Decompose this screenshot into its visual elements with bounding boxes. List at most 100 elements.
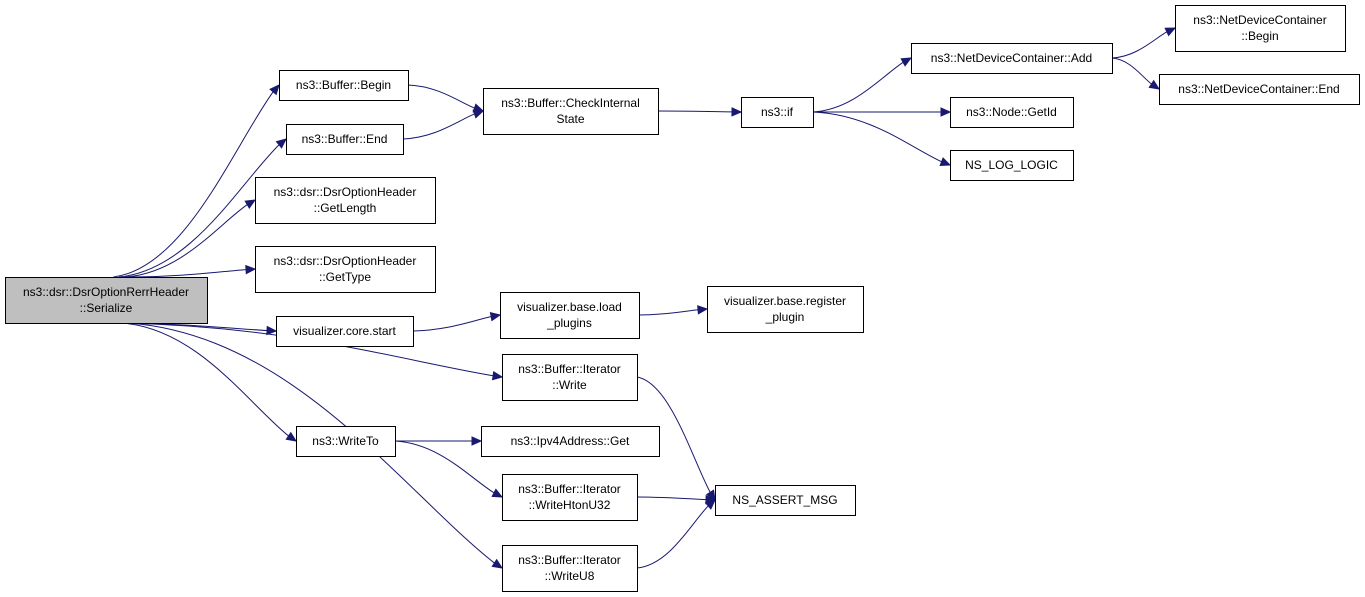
- node-box: [276, 316, 414, 347]
- node-node-getid[interactable]: ns3::Node::GetId: [950, 97, 1074, 128]
- node-box: [950, 97, 1074, 128]
- edge-write-to-to-write-hton: [394, 440, 495, 494]
- node-box: [741, 97, 814, 128]
- edge-vis-start-to-load-plugins: [412, 316, 492, 332]
- node-label: ::WriteU8: [545, 569, 595, 583]
- arrowhead-icon: [731, 107, 743, 117]
- node-box: [255, 246, 436, 293]
- node-label: _plugins: [546, 316, 592, 330]
- node-serialize[interactable]: ns3::dsr::DsrOptionRerrHeader::Serialize: [5, 277, 208, 324]
- edge-iter-writeu8-to-assert-msg: [636, 505, 709, 569]
- node-label: visualizer.core.start: [293, 324, 396, 338]
- node-write-hton[interactable]: ns3::Buffer::Iterator::WriteHtonU32: [502, 474, 638, 521]
- node-label: ns3::if: [761, 105, 794, 119]
- node-box: [279, 70, 409, 101]
- node-label: ::GetLength: [314, 201, 377, 215]
- node-label: State: [556, 112, 584, 126]
- call-graph-edges: [113, 27, 1177, 569]
- arrowhead-icon: [491, 558, 504, 569]
- node-get-type[interactable]: ns3::dsr::DsrOptionHeader::GetType: [255, 246, 436, 293]
- arrowhead-icon: [697, 305, 709, 315]
- edge-ndc-add-to-ndc-begin: [1111, 31, 1168, 59]
- node-buf-end[interactable]: ns3::Buffer::End: [286, 124, 404, 155]
- edge-write-hton-to-assert-msg: [636, 496, 707, 501]
- arrowhead-icon: [266, 325, 278, 336]
- node-log-logic[interactable]: NS_LOG_LOGIC: [950, 150, 1074, 181]
- node-label: ::WriteHtonU32: [529, 498, 611, 512]
- node-label: visualizer.base.load: [517, 300, 622, 314]
- edge-buf-end-to-check-internal: [402, 113, 475, 140]
- node-label: ns3::Buffer::End: [302, 132, 388, 146]
- node-box: [715, 485, 856, 516]
- arrowhead-icon: [489, 312, 502, 322]
- arrowhead-icon: [275, 138, 287, 149]
- node-box: [500, 292, 640, 339]
- node-box: [911, 43, 1113, 74]
- edge-check-internal-to-ns3-if: [657, 110, 733, 113]
- node-label: ns3::dsr::DsrOptionHeader: [274, 185, 417, 199]
- arrowhead-icon: [705, 489, 716, 502]
- node-iter-write[interactable]: ns3::Buffer::Iterator::Write: [502, 354, 638, 401]
- node-label: ns3::dsr::DsrOptionRerrHeader: [23, 285, 189, 299]
- node-load-plugins[interactable]: visualizer.base.load _plugins: [500, 292, 640, 339]
- arrowhead-icon: [245, 264, 257, 275]
- node-label: ns3::NetDeviceContainer::End: [1178, 82, 1339, 96]
- node-label: ns3::dsr::DsrOptionHeader: [274, 254, 417, 268]
- node-buf-begin[interactable]: ns3::Buffer::Begin: [279, 70, 409, 101]
- node-register-plugin[interactable]: visualizer.base.register_plugin: [707, 286, 864, 333]
- node-get-length[interactable]: ns3::dsr::DsrOptionHeader::GetLength: [255, 177, 436, 224]
- node-box: [502, 474, 638, 521]
- node-box: [286, 124, 404, 155]
- node-ipv4-get[interactable]: ns3::Ipv4Address::Get: [481, 426, 660, 457]
- node-box: [481, 426, 660, 457]
- arrowhead-icon: [472, 109, 485, 119]
- node-ndc-begin[interactable]: ns3::NetDeviceContainer::Begin: [1175, 5, 1346, 52]
- node-label: ns3::Buffer::CheckInternal: [501, 96, 640, 110]
- node-box: [5, 277, 208, 324]
- edge-buf-begin-to-check-internal: [407, 84, 475, 109]
- edge-ns3-if-to-ndc-add: [812, 61, 904, 113]
- node-box: [296, 426, 396, 457]
- arrowhead-icon: [269, 84, 280, 96]
- node-label: ns3::WriteTo: [312, 434, 379, 448]
- node-box: [707, 286, 864, 333]
- node-label: ns3::Buffer::Iterator: [518, 362, 621, 376]
- node-box: [1175, 5, 1346, 52]
- node-label: ns3::Buffer::Iterator: [518, 482, 621, 496]
- call-graph-nodes: ns3::dsr::DsrOptionRerrHeader::Serialize…: [5, 5, 1360, 592]
- arrowhead-icon: [939, 157, 952, 167]
- arrowhead-icon: [491, 488, 504, 498]
- node-label: _plugin: [765, 310, 805, 324]
- edge-serialize-to-buf-begin: [113, 91, 274, 278]
- arrowhead-icon: [1148, 79, 1161, 90]
- edge-ns3-if-to-log-logic: [812, 111, 942, 163]
- node-label: ns3::Buffer::Iterator: [518, 553, 621, 567]
- node-label: ns3::NetDeviceContainer: [1193, 13, 1326, 27]
- node-ns3-if[interactable]: ns3::if: [741, 97, 814, 128]
- edge-iter-write-to-assert-msg: [636, 376, 711, 493]
- edge-serialize-to-buf-end: [118, 144, 280, 278]
- node-label: ::GetType: [319, 270, 371, 284]
- edge-load-plugins-to-register-plugin: [638, 309, 699, 316]
- node-vis-start[interactable]: visualizer.core.start: [276, 316, 414, 347]
- arrowhead-icon: [704, 499, 716, 510]
- node-write-to[interactable]: ns3::WriteTo: [296, 426, 396, 457]
- edge-serialize-to-write-to: [122, 322, 289, 437]
- node-label: ns3::Ipv4Address::Get: [511, 434, 630, 448]
- node-box: [502, 354, 638, 401]
- node-assert-msg[interactable]: NS_ASSERT_MSG: [715, 485, 856, 516]
- node-ndc-add[interactable]: ns3::NetDeviceContainer::Add: [911, 43, 1113, 74]
- node-iter-writeu8[interactable]: ns3::Buffer::Iterator::WriteU8: [502, 545, 638, 592]
- node-box: [950, 150, 1074, 181]
- node-ndc-end[interactable]: ns3::NetDeviceContainer::End: [1159, 74, 1360, 105]
- node-box: [483, 88, 659, 135]
- arrowhead-icon: [244, 199, 257, 209]
- node-label: ::Begin: [1241, 29, 1278, 43]
- arrowhead-icon: [491, 370, 504, 381]
- node-label: ns3::NetDeviceContainer::Add: [931, 51, 1092, 65]
- node-label: ns3::Node::GetId: [966, 105, 1057, 119]
- node-box: [255, 177, 436, 224]
- node-label: NS_LOG_LOGIC: [965, 158, 1058, 172]
